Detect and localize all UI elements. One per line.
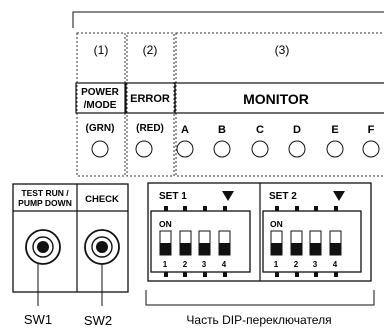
set-2-label: SET 2: [269, 191, 297, 202]
power-label: POWER: [81, 87, 120, 98]
set-1-switch-2[interactable]: [179, 230, 192, 256]
set-1-on-label: ON: [159, 219, 172, 229]
dip-caption-bracket: [145, 290, 375, 306]
monitor-group: (3) MONITOR A B C D E F: [174, 32, 384, 177]
set-2-switch-4[interactable]: [329, 230, 342, 256]
dip-switch-set-2: SET 2 ON 1 2 3 4: [262, 191, 362, 277]
set-2-switch-1[interactable]: [270, 230, 283, 256]
sw2-caption: SW2: [84, 313, 112, 328]
monitor-led-e: [326, 140, 344, 158]
group-number-1: (1): [94, 43, 109, 57]
monitor-led-label-f: F: [368, 124, 375, 136]
monitor-label: MONITOR: [243, 91, 309, 107]
dip-switch-panel: SET 1 ON 1 2 3 4 SET 2 ON: [147, 182, 372, 282]
error-label: ERROR: [130, 93, 170, 105]
set-2-number-2: 2: [294, 260, 299, 269]
set-1-switch-3[interactable]: [198, 230, 211, 256]
set-1-arrow-icon: [222, 191, 234, 201]
set-2-switch-2[interactable]: [290, 230, 303, 256]
set-1-switch-4[interactable]: [218, 230, 231, 256]
group-number-3: (3): [275, 43, 290, 57]
power-mode-label-box: [75, 82, 126, 114]
monitor-led-f: [362, 140, 380, 158]
set-2-switch-3[interactable]: [309, 230, 322, 256]
test-run-label-line1: TEST RUN /: [21, 188, 69, 198]
monitor-led-b: [213, 140, 231, 158]
set-1-number-1: 1: [163, 260, 168, 269]
set-2-number-1: 1: [274, 260, 279, 269]
set-2-number-3: 3: [313, 260, 318, 269]
monitor-led-label-d: D: [293, 124, 301, 136]
error-led: [135, 140, 153, 158]
dip-switch-set-1: SET 1 ON 1 2 3 4: [150, 191, 251, 277]
check-label: CHECK: [85, 194, 119, 205]
monitor-led-c: [251, 140, 269, 158]
set-1-number-4: 4: [222, 260, 227, 269]
test-run-button[interactable]: [25, 229, 61, 265]
test-run-label-line2: PUMP DOWN: [18, 198, 72, 208]
red-label: (RED): [136, 123, 164, 134]
monitor-led-label-a: A: [181, 124, 189, 136]
push-button-frame: [12, 183, 129, 293]
power-mode-led: [91, 140, 109, 158]
monitor-led-a: [176, 140, 194, 158]
error-group: (2) ERROR (RED): [125, 32, 176, 177]
top-bracket: [72, 11, 384, 28]
set-1-number-2: 2: [183, 260, 188, 269]
mode-label: /MODE: [84, 100, 117, 111]
set-2-on-label: ON: [270, 219, 283, 229]
monitor-led-d: [288, 140, 306, 158]
set-2-arrow-icon: [333, 191, 345, 201]
monitor-dotted-frame: [175, 32, 384, 177]
set-2-number-4: 4: [333, 260, 338, 269]
monitor-led-label-e: E: [331, 124, 338, 136]
monitor-label-box: [174, 82, 384, 114]
set-1-label: SET 1: [159, 191, 187, 202]
monitor-led-label-b: B: [218, 124, 226, 136]
group-number-2: (2): [143, 43, 158, 57]
power-mode-group: (1) POWER /MODE (GRN): [75, 32, 126, 177]
set-1-switch-1[interactable]: [159, 230, 172, 256]
dip-switch-caption: Часть DIP-переключателя: [186, 313, 331, 327]
power-mode-dotted-frame: [76, 32, 126, 177]
monitor-led-label-c: C: [256, 124, 264, 136]
sw1-caption: SW1: [24, 312, 52, 327]
set-1-switch-block: [150, 210, 251, 273]
grn-label: (GRN): [86, 123, 115, 134]
error-dotted-frame: [126, 32, 175, 177]
set-1-number-3: 3: [202, 260, 207, 269]
check-button[interactable]: [84, 229, 120, 265]
push-button-panel: TEST RUN / PUMP DOWN CHECK: [12, 183, 129, 306]
set-2-switch-block: [262, 210, 362, 273]
